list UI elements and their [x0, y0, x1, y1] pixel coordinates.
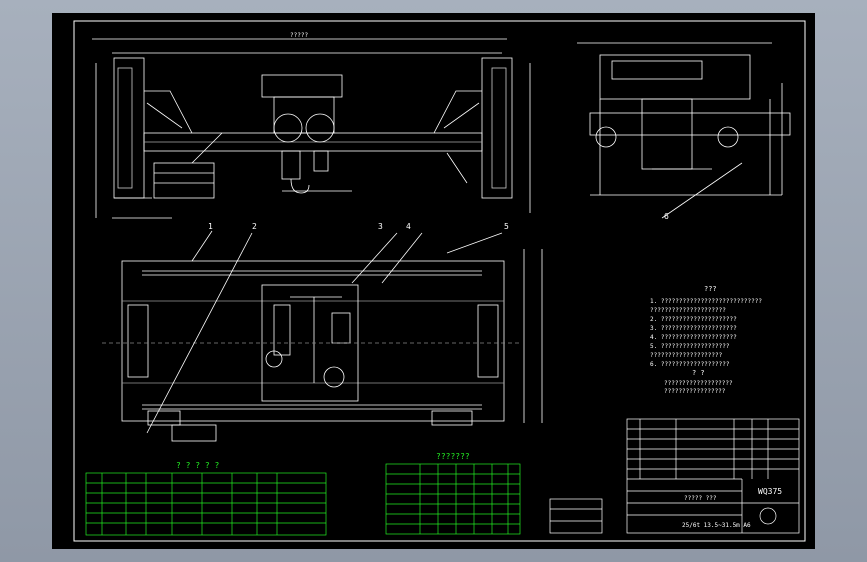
- notes-subtitle: ? ?: [692, 369, 705, 377]
- note-line: ????????????????????: [650, 352, 723, 359]
- part-label-1: 1: [208, 222, 213, 231]
- part-label-3: 3: [378, 222, 383, 231]
- note-line: ?????????????????????: [650, 307, 726, 314]
- part-label-6: 6: [664, 212, 669, 221]
- drawing-sheet[interactable]: 1 2 3 4 5 6 ????? ??? 1. ???????????????…: [52, 13, 815, 549]
- param-table: [85, 472, 327, 536]
- note-line: 4. ?????????????????????: [650, 334, 737, 341]
- elevation-view: [92, 38, 531, 219]
- note-line: ?????????????????: [664, 388, 726, 395]
- drawing-caption: 25/6t 13.5~31.5m A6: [682, 522, 751, 529]
- spec-table: [385, 463, 521, 535]
- sheet-border: [73, 20, 806, 542]
- spec-table-title: ???????: [436, 452, 470, 461]
- note-line: 2. ?????????????????????: [650, 316, 737, 323]
- part-label-5: 5: [504, 222, 509, 231]
- param-table-title: ? ? ? ? ?: [176, 461, 220, 470]
- plan-view: [102, 230, 543, 442]
- note-line: 6. ???????????????????: [650, 361, 730, 368]
- note-line: 3. ?????????????????????: [650, 325, 737, 332]
- title-block: [549, 418, 800, 534]
- notes-title: ???: [704, 285, 717, 293]
- note-line: 1. ????????????????????????????: [650, 298, 762, 305]
- part-label-2: 2: [252, 222, 257, 231]
- part-label-4: 4: [406, 222, 411, 231]
- drawing-number: WQ375: [758, 487, 782, 496]
- drawing-svg: 1 2 3 4 5 6 ????? ??? 1. ???????????????…: [73, 20, 806, 542]
- span-dimension: ?????: [290, 32, 308, 39]
- note-line: ???????????????????: [664, 380, 733, 387]
- note-line: 5. ???????????????????: [650, 343, 730, 350]
- title-block-text: ????? ???: [684, 495, 717, 502]
- end-view: [577, 42, 791, 219]
